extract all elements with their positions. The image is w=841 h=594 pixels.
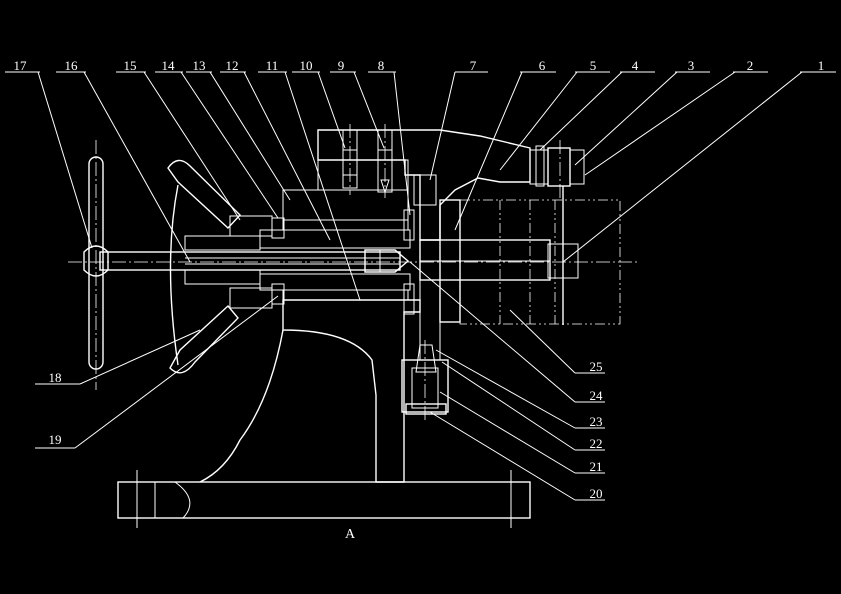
part-label-16: 16	[65, 58, 79, 73]
part-label-19: 19	[49, 432, 62, 447]
part-label-1: 1	[818, 58, 825, 73]
part-label-13: 13	[193, 58, 206, 73]
part-label-17: 17	[14, 58, 28, 73]
view-label: A	[345, 527, 356, 542]
part-label-20: 20	[590, 486, 603, 501]
lower-clamp	[401, 340, 449, 420]
part-label-23: 23	[590, 414, 603, 429]
bolt-group	[342, 124, 393, 198]
clamp-screw-assembly	[529, 140, 585, 325]
part-label-5: 5	[590, 58, 597, 73]
part-label-21: 21	[590, 459, 603, 474]
part-label-15: 15	[124, 58, 137, 73]
part-label-12: 12	[226, 58, 239, 73]
part-label-8: 8	[378, 58, 385, 73]
main-spindle	[99, 209, 415, 315]
part-label-18: 18	[49, 370, 62, 385]
part-label-4: 4	[632, 58, 639, 73]
part-label-22: 22	[590, 436, 603, 451]
part-label-24: 24	[590, 388, 604, 403]
base-plate	[117, 470, 531, 528]
part-label-7: 7	[470, 58, 477, 73]
stand-body	[199, 299, 421, 483]
part-labels: 1 2 3 4 5 6 7 8 9 10 11 12 13 14 15 16 1…	[14, 58, 825, 542]
part-label-6: 6	[539, 58, 546, 73]
part-label-11: 11	[266, 58, 279, 73]
part-label-9: 9	[338, 58, 345, 73]
part-label-14: 14	[162, 58, 176, 73]
part-label-10: 10	[300, 58, 313, 73]
part-label-25: 25	[590, 359, 603, 374]
part-label-2: 2	[747, 58, 754, 73]
handwheel	[83, 140, 273, 390]
leader-lines	[5, 71, 836, 501]
part-label-3: 3	[688, 58, 695, 73]
